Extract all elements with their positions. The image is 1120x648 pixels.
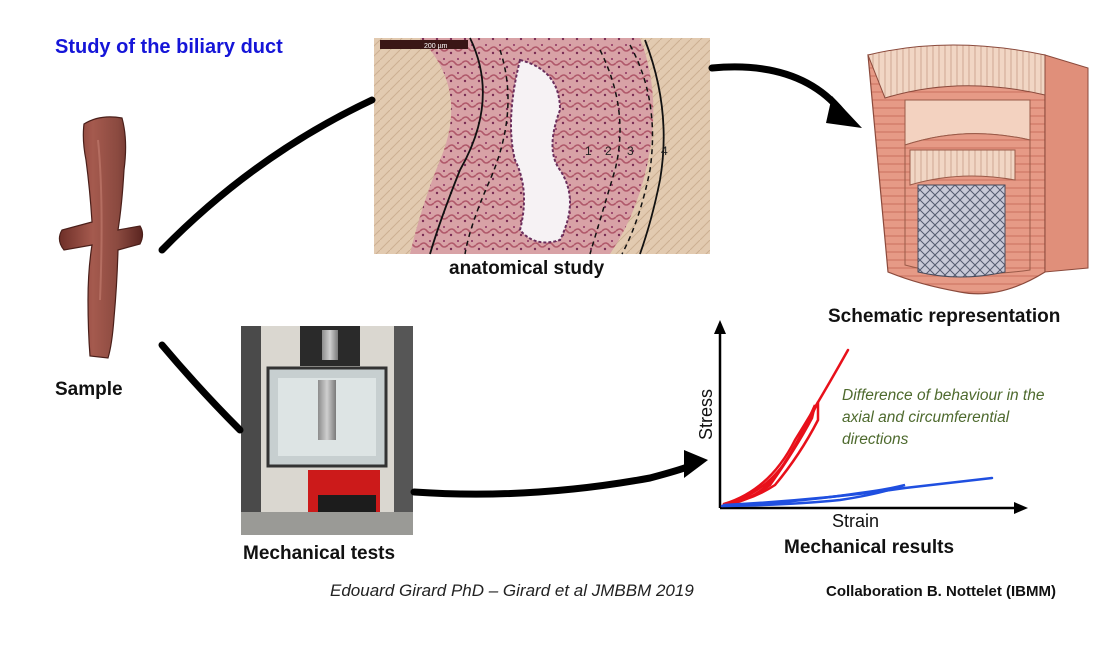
- circumferential-curve-loop-1: [720, 404, 817, 508]
- scale-bar-text: 200 µm: [424, 43, 448, 50]
- mechanical-tests-label: Mechanical tests: [243, 543, 396, 564]
- x-axis-label: Strain: [832, 511, 880, 531]
- schematic-representation-label: Schematic representation: [828, 306, 1061, 327]
- anatomical-study-label: anatomical study: [449, 258, 605, 279]
- axial-curve-envelope: [722, 476, 994, 507]
- layer-number-1: 1: [585, 144, 592, 158]
- layer-number-2: 2: [605, 144, 612, 158]
- arrowhead-results: [684, 450, 708, 478]
- circumferential-curve-envelope: [722, 348, 850, 506]
- sample-specimen-image: [58, 116, 144, 359]
- layer-number-4: 4: [661, 144, 668, 158]
- mechanical-results-label: Mechanical results: [784, 537, 955, 558]
- y-axis-label: Stress: [696, 389, 716, 440]
- credit-text: Edouard Girard PhD – Girard et al JMBBM …: [330, 581, 694, 600]
- arrowhead-schematic: [826, 96, 862, 128]
- circumferential-curve-loop-2: [722, 401, 820, 506]
- page-title: Study of the biliary duct: [55, 36, 283, 58]
- y-axis-arrowhead: [714, 320, 726, 334]
- x-axis-arrowhead: [1014, 502, 1028, 514]
- sample-label: Sample: [55, 379, 123, 400]
- histology-image: [374, 37, 710, 255]
- behaviour-note: Difference of behaviour in the axial and…: [842, 387, 1045, 448]
- scale-bar: [380, 40, 468, 49]
- stress-strain-plot: [714, 320, 1028, 514]
- schematic-cylinder-image: [867, 44, 1089, 295]
- collaboration-text: Collaboration B. Nottelet (IBMM): [826, 583, 1056, 600]
- layer-number-3: 3: [627, 144, 634, 158]
- mechanical-test-photo: [241, 326, 413, 535]
